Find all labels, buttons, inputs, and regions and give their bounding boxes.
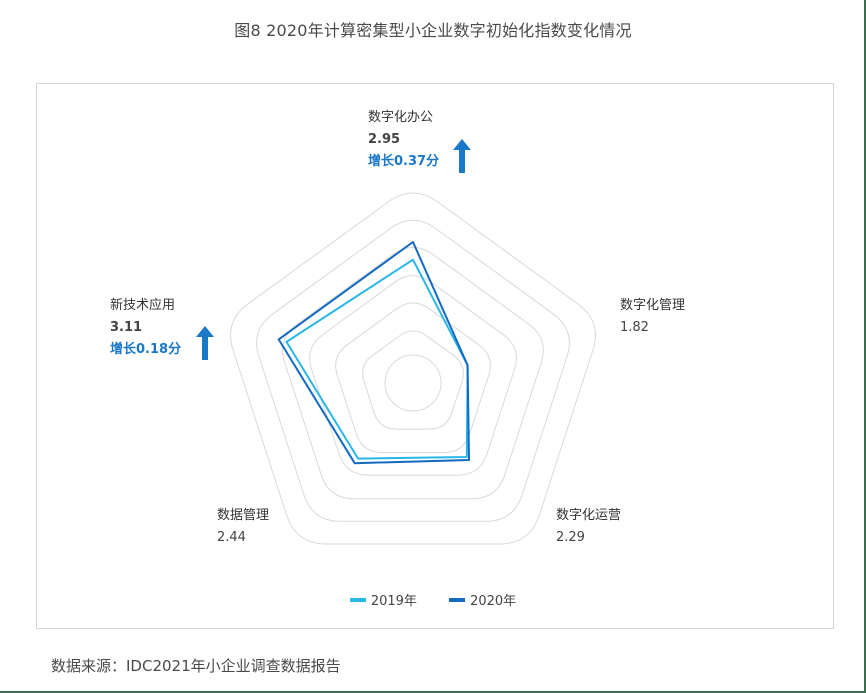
series-2019-polygon xyxy=(285,258,469,460)
data-source-note: 数据来源：IDC2021年小企业调查数据报告 xyxy=(51,657,341,675)
axis-label-new-tech: 新技术应用 3.11 增长0.18分 xyxy=(110,295,181,361)
axis-name: 新技术应用 xyxy=(110,298,176,313)
axis-name: 数字化运营 xyxy=(556,508,622,523)
axis-value: 2.95 xyxy=(368,132,401,147)
up-arrow-icon xyxy=(453,139,471,173)
increase-annotation: 增长0.18分 xyxy=(110,342,182,357)
axis-value: 1.82 xyxy=(620,320,649,335)
axis-label-digital-management: 数字化管理 1.82 xyxy=(620,295,685,339)
legend-label: 2020年 xyxy=(470,594,517,609)
radar-grid xyxy=(230,192,596,545)
axis-name: 数字化管理 xyxy=(620,298,686,313)
legend-label: 2019年 xyxy=(370,594,417,609)
chart-title: 图8 2020年计算密集型小企业数字初始化指数变化情况 xyxy=(234,21,632,40)
axis-name: 数字化办公 xyxy=(368,110,434,125)
legend-swatch-2019 xyxy=(349,597,366,602)
axis-label-digital-operations: 数字化运营 2.29 xyxy=(556,505,621,549)
image-edge-right xyxy=(864,0,866,693)
axis-label-data-management: 数据管理 2.44 xyxy=(217,505,269,549)
image-edge-bottom xyxy=(0,691,866,693)
legend-swatch-2020 xyxy=(449,597,466,602)
legend-item-2019: 2019年 xyxy=(349,590,417,609)
axis-value: 2.29 xyxy=(556,530,585,545)
chart-legend: 2019年 2020年 xyxy=(0,590,866,609)
up-arrow-icon xyxy=(196,326,214,360)
axis-name: 数据管理 xyxy=(217,508,270,523)
axis-value: 3.11 xyxy=(110,320,143,335)
series-2020-polygon xyxy=(277,241,470,465)
legend-item-2020: 2020年 xyxy=(449,590,516,609)
increase-annotation: 增长0.37分 xyxy=(368,154,440,169)
axis-value: 2.44 xyxy=(217,530,246,545)
chart-frame xyxy=(36,83,834,629)
axis-label-digital-office: 数字化办公 2.95 增长0.37分 xyxy=(368,107,439,173)
